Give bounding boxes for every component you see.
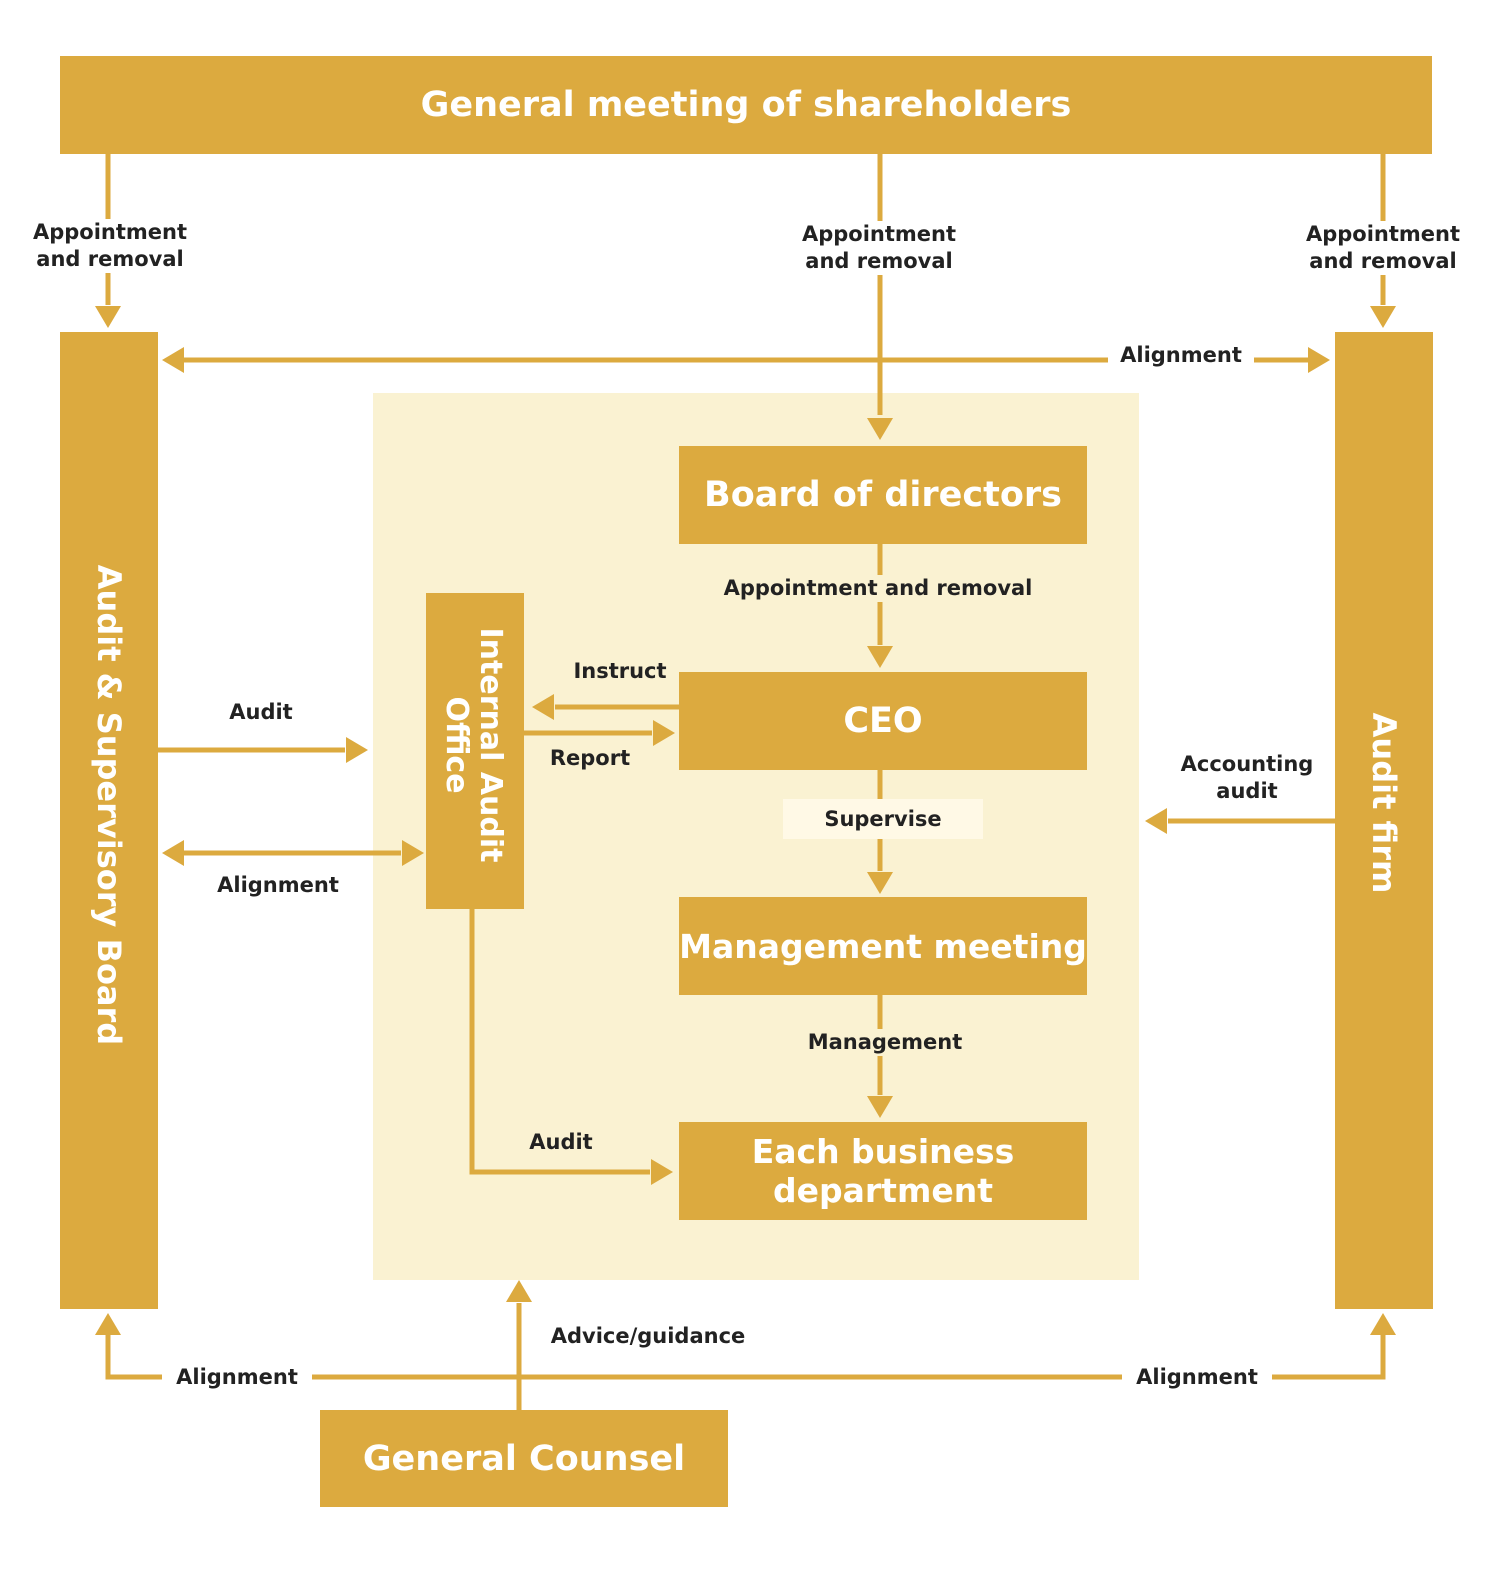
audit-supervisory-board-box: [60, 332, 158, 1309]
edge-label-appointment-left-line2: and removal: [36, 247, 184, 271]
ceo-box: CEO: [679, 672, 1087, 770]
connector-alignment-bottom: [105, 1335, 1386, 1380]
edge-label-appointment-right: Appointment and removal: [1303, 221, 1463, 275]
arrowhead-audit-business: [651, 1159, 673, 1185]
edge-label-board-to-ceo: Appointment and removal: [718, 575, 1038, 602]
shareholders-meeting-label: General meeting of shareholders: [420, 85, 1072, 125]
management-meeting-label: Management meeting: [679, 926, 1087, 966]
arrowhead-alignment-internal-right: [402, 840, 424, 866]
arrowhead-alignment-top-right: [1308, 347, 1330, 373]
arrowhead-supervise: [867, 872, 893, 894]
edge-label-alignment-bottom-right: Alignment: [1122, 1364, 1272, 1391]
arrowhead-ceo-appointment: [867, 646, 893, 668]
edge-label-audit-business: Audit: [529, 1130, 593, 1154]
business-department-box: Each business department: [679, 1122, 1087, 1220]
board-of-directors-label: Board of directors: [704, 475, 1062, 515]
edge-label-appointment-left: Appointment and removal: [30, 219, 190, 273]
arrowhead-audit-board-appointment: [95, 306, 121, 328]
business-department-line2: department: [773, 1171, 993, 1210]
arrowhead-alignment-top-left: [162, 347, 184, 373]
internal-audit-office-label: Internal Audit Office: [439, 627, 508, 863]
arrowhead-report: [653, 720, 675, 746]
arrowhead-alignment-internal-left: [162, 840, 184, 866]
edge-label-appointment-left-line1: Appointment: [32, 220, 188, 244]
arrowhead-audit-board-audit: [346, 737, 368, 763]
internal-audit-office-line1: Internal Audit: [473, 627, 508, 863]
arrowhead-audit-firm-appointment: [1370, 306, 1396, 328]
edge-label-appointment-right-line2: and removal: [1309, 249, 1457, 273]
management-meeting-box: Management meeting: [679, 897, 1087, 995]
edge-label-appointment-right-line1: Appointment: [1305, 222, 1461, 246]
arrowhead-alignment-bottom-left: [95, 1313, 121, 1335]
edge-label-report: Report: [549, 746, 631, 770]
connector-internal-audit-to-business: [469, 909, 650, 1175]
edge-label-accounting-line1: Accounting: [1180, 752, 1314, 776]
shareholders-meeting-box: General meeting of shareholders: [60, 56, 1432, 154]
edge-label-supervise: Supervise: [783, 799, 983, 839]
edge-label-audit-board-audit: Audit: [229, 700, 293, 724]
internal-audit-office-line2: Office: [439, 696, 474, 794]
edge-label-appointment-center: Appointment and removal: [799, 221, 959, 275]
arrowhead-accounting-audit: [1145, 808, 1167, 834]
audit-firm-box: [1335, 332, 1433, 1309]
edge-label-alignment-bottom-left: Alignment: [162, 1364, 312, 1391]
internal-audit-office-box: [426, 593, 524, 909]
arrowhead-advice: [506, 1280, 532, 1302]
edge-label-accounting-line2: audit: [1216, 779, 1278, 803]
ceo-label: CEO: [843, 701, 923, 741]
edge-label-accounting-audit: Accounting audit: [1167, 751, 1327, 805]
edge-label-appointment-center-line2: and removal: [805, 249, 953, 273]
edge-label-alignment-internal: Alignment: [217, 873, 339, 897]
board-of-directors-box: Board of directors: [679, 446, 1087, 544]
edge-label-advice-guidance: Advice/guidance: [550, 1324, 746, 1348]
edge-label-instruct: Instruct: [573, 659, 667, 683]
arrowhead-board-appointment: [867, 418, 893, 440]
general-counsel-box: General Counsel: [320, 1410, 728, 1507]
arrowhead-management: [867, 1096, 893, 1118]
arrowhead-instruct: [532, 694, 554, 720]
audit-supervisory-board-label: Audit & Supervisory Board: [90, 564, 128, 1046]
general-counsel-label: General Counsel: [362, 1438, 686, 1479]
audit-firm-label: Audit firm: [1365, 712, 1403, 894]
business-department-line1: Each business: [751, 1132, 1015, 1171]
edge-label-management: Management: [800, 1029, 970, 1056]
edge-label-alignment-top: Alignment: [1108, 342, 1254, 369]
edge-label-appointment-center-line1: Appointment: [801, 222, 957, 246]
arrowhead-alignment-bottom-right: [1370, 1313, 1396, 1335]
